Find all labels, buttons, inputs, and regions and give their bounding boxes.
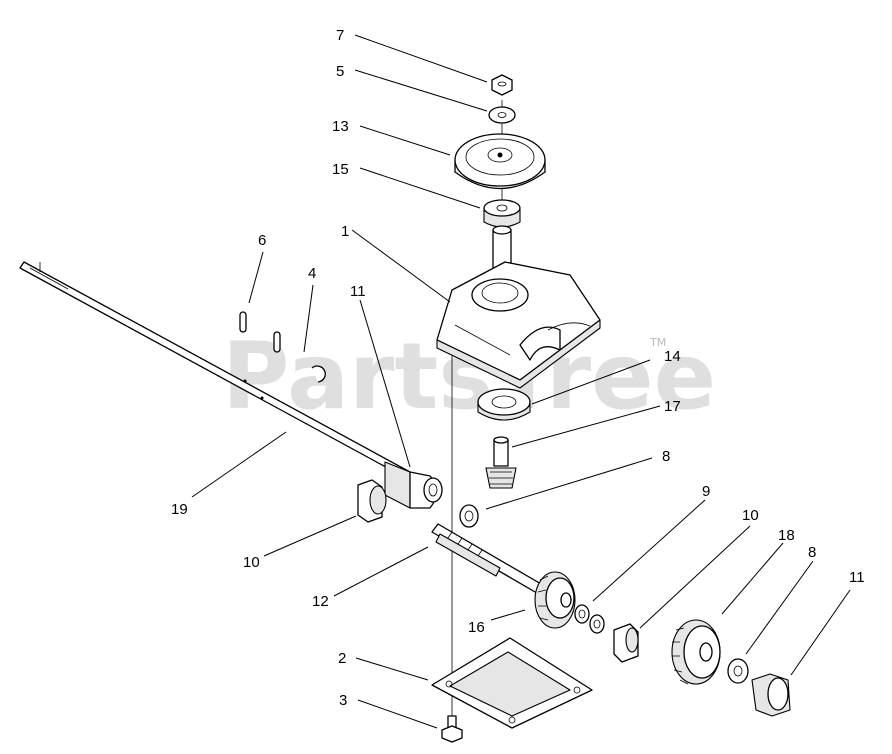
callout-9: 9 xyxy=(702,483,710,500)
part-7-nut[interactable] xyxy=(491,74,513,96)
part-10-bushing-left[interactable] xyxy=(357,479,387,523)
part-11-bushing-lower[interactable] xyxy=(751,673,791,717)
part-11-bushing-upper[interactable] xyxy=(384,461,443,509)
part-1-gear-case[interactable] xyxy=(436,225,601,389)
watermark-trademark: TM xyxy=(649,336,666,349)
part-13-pulley[interactable] xyxy=(454,133,546,190)
leader-lines xyxy=(191,34,851,729)
callout-8-lower: 8 xyxy=(808,544,816,561)
part-6-pins[interactable] xyxy=(239,311,281,353)
callout-18: 18 xyxy=(778,527,795,544)
part-9-washers[interactable] xyxy=(574,604,605,634)
callout-labels: 7 5 13 15 1 6 4 11 14 17 8 19 10 9 10 18… xyxy=(171,27,865,709)
callout-10-left: 10 xyxy=(243,554,260,571)
callout-11-upper: 11 xyxy=(350,283,366,300)
part-18-spur-gear[interactable] xyxy=(671,619,721,685)
callout-12: 12 xyxy=(312,593,329,610)
callout-2: 2 xyxy=(338,650,346,667)
part-4-e-ring[interactable] xyxy=(311,365,326,383)
part-2-cover-plate[interactable] xyxy=(431,637,593,729)
callout-17: 17 xyxy=(664,398,681,415)
callout-19: 19 xyxy=(171,501,188,518)
part-3-screw[interactable] xyxy=(441,715,463,743)
part-16-bevel-gear[interactable] xyxy=(534,571,576,629)
callout-5: 5 xyxy=(336,63,344,80)
part-14-bearing[interactable] xyxy=(477,388,531,421)
callout-7: 7 xyxy=(336,27,344,44)
callout-14: 14 xyxy=(664,348,681,365)
callout-3: 3 xyxy=(339,692,347,709)
callout-13: 13 xyxy=(332,118,349,135)
callout-15: 15 xyxy=(332,161,349,178)
part-8-washer-lower[interactable] xyxy=(727,658,749,684)
callout-10-right: 10 xyxy=(742,507,759,524)
callout-6: 6 xyxy=(258,232,266,249)
callout-1: 1 xyxy=(341,223,349,240)
part-17-pinion-shaft[interactable] xyxy=(485,436,517,489)
callout-16: 16 xyxy=(468,619,485,636)
callout-11-lower: 11 xyxy=(849,569,865,586)
part-15-spacer[interactable] xyxy=(483,199,521,228)
part-5-washer[interactable] xyxy=(488,106,516,124)
callout-8-upper: 8 xyxy=(662,448,670,465)
callout-4: 4 xyxy=(308,265,316,282)
part-8-thrust-washer[interactable] xyxy=(459,504,479,528)
part-10-bushing-right[interactable] xyxy=(613,623,639,663)
